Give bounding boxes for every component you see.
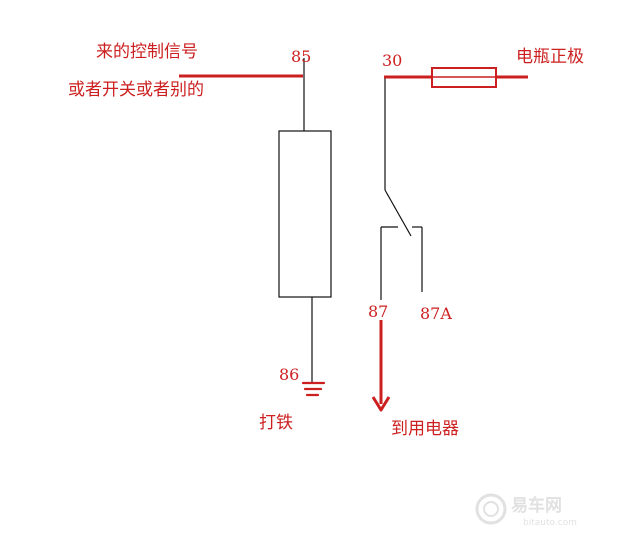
watermark-brand: 易车网 [511, 495, 562, 516]
pin-30-label: 30 [382, 51, 403, 70]
relay-coil [278, 130, 332, 298]
ground-symbol [301, 381, 326, 397]
pin-87a-label: 87A [420, 304, 452, 323]
ground-label: 打铁 [259, 413, 293, 433]
control-signal-label: 来的控制信号 [96, 42, 198, 62]
or-switch-label: 或者开关或者别的 [68, 80, 204, 100]
switch-contact [384, 189, 412, 237]
pin-87-label: 87 [368, 302, 389, 321]
watermark-site: bitauto.com [523, 518, 577, 528]
output-arrow-head [371, 396, 391, 412]
watermark-swirl-icon [475, 493, 507, 525]
pin-85-label: 85 [291, 47, 312, 66]
watermark-logo: 易车网 bitauto.com [475, 493, 577, 528]
pin-86-label: 86 [279, 365, 300, 384]
battery-positive-label: 电瓶正极 [516, 47, 584, 67]
to-appliance-label: 到用电器 [391, 419, 459, 439]
